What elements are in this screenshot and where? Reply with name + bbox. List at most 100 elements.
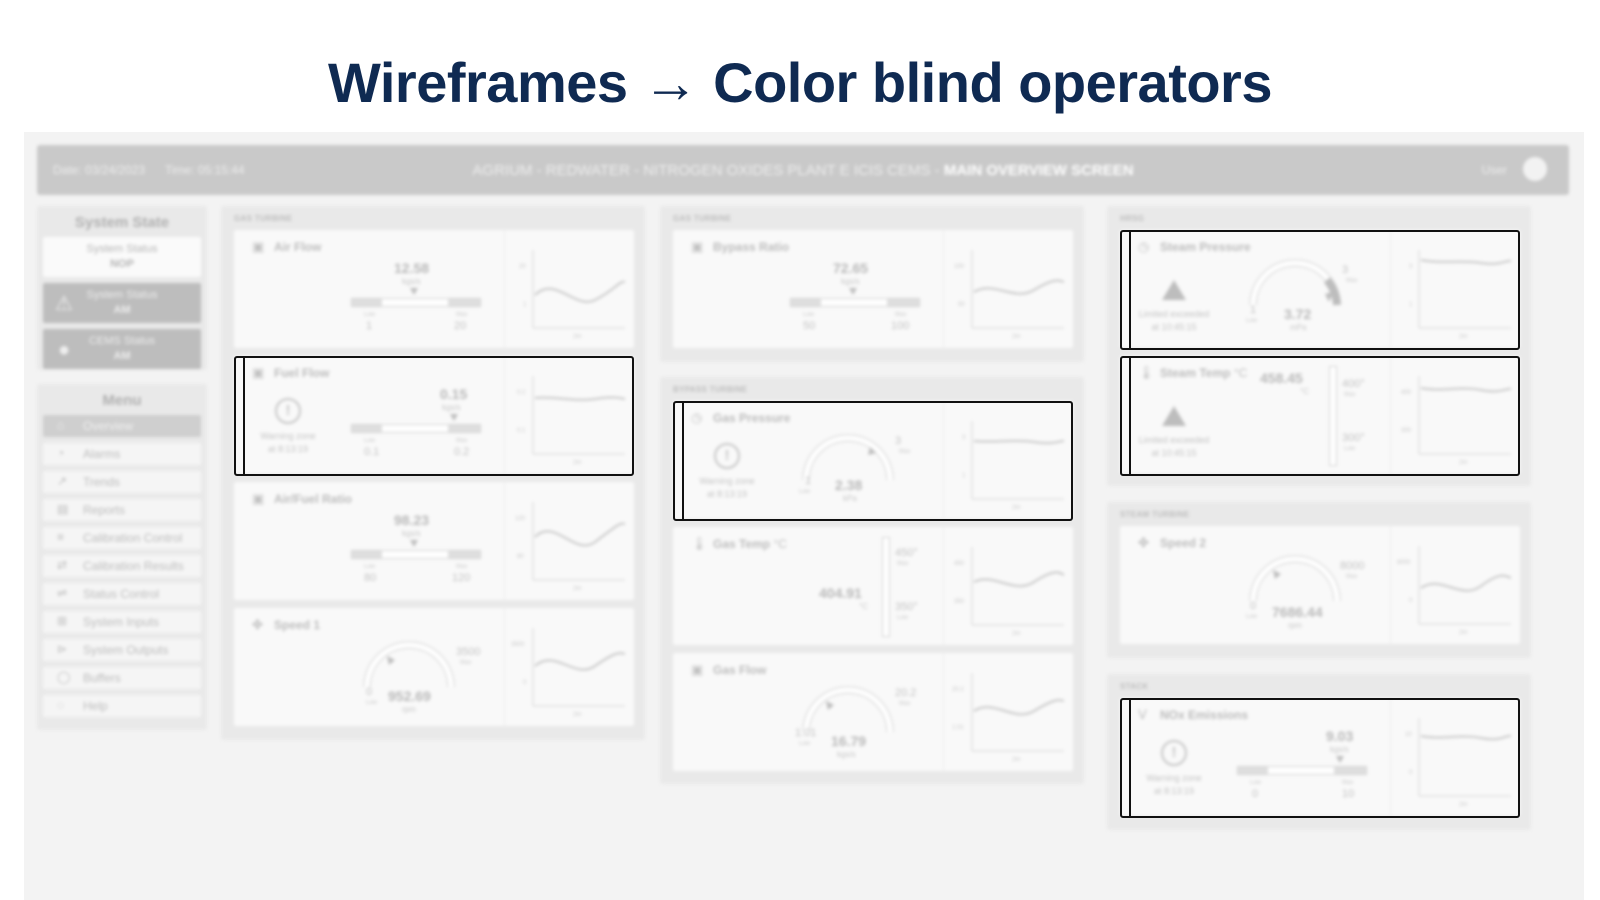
low-value: 0 (1250, 600, 1257, 612)
menu-item-reports[interactable]: ▤Reports (43, 499, 201, 521)
x-tick: 2m (573, 460, 581, 466)
low-value: 1 (366, 320, 373, 332)
menu-item-label: Overview (83, 419, 134, 433)
y-bottom-tick: 0 (523, 680, 527, 686)
bypass-ratio-card[interactable]: ▣Bypass Ratio 72.65 kgs/s Low Max 50 100… (673, 230, 1073, 348)
menu-item-label: Calibration Results (83, 559, 184, 573)
low-label: Low (364, 564, 376, 570)
low-label: Low (366, 700, 378, 706)
thermometer-icon: 🌡 (691, 536, 708, 551)
status-label: System Status (86, 289, 158, 301)
value-pointer (450, 414, 458, 421)
menu-item-calibration-control[interactable]: ≡Calibration Control (43, 527, 201, 549)
low-label: Low (799, 489, 811, 495)
menu-item-help[interactable]: ◌Help (43, 695, 201, 717)
x-tick: 2m (1459, 802, 1467, 808)
gas-flow-card[interactable]: ▣Gas Flow 1.01 Low 20.2 Max 16.79 kgs/s … (673, 653, 1073, 771)
y-bottom-tick: 1.01 (952, 725, 964, 731)
high-value: 100 (891, 320, 910, 332)
ratio-icon: ▣ (691, 239, 704, 254)
y-bottom-tick: 300 (1401, 428, 1412, 434)
menu-item-status-control[interactable]: ⇌Status Control (43, 583, 201, 605)
y-bottom-tick: 0.1 (517, 428, 526, 434)
y-top-tick: 120 (515, 516, 526, 522)
value-pointer (1336, 756, 1344, 763)
y-top-tick: 3 (1409, 264, 1413, 270)
card-label: Steam Temp °C (1160, 366, 1247, 380)
trend-chart: 3 1 2m (1390, 230, 1520, 348)
high-value: 3 (895, 435, 902, 447)
shield-icon: ◯ (57, 670, 71, 684)
max-label: Max (1342, 780, 1354, 786)
low-label: Low (364, 312, 376, 318)
y-bottom-tick: 0 (1409, 770, 1413, 776)
gas-temp-card[interactable]: 🌡Gas Temp °C 404.91 °C 450° Max 350° Low… (673, 527, 1073, 645)
menu-item-label: Calibration Control (83, 531, 183, 545)
low-value: 1.01 (795, 727, 817, 739)
menu-item-alarms[interactable]: ◔Alarms (43, 443, 201, 465)
card-unit: mPa (1290, 323, 1307, 332)
input-icon: ⊞ (57, 614, 68, 628)
flow-icon: ▣ (252, 239, 265, 254)
y-top-tick: 400 (1401, 390, 1412, 396)
y-top-tick: 450 (954, 561, 965, 567)
card-unit: kgs/s (402, 277, 421, 286)
y-bottom-tick: 1 (1409, 302, 1413, 308)
section-label: GAS TURBINE (673, 214, 732, 223)
card-value: 2.38 (835, 477, 863, 493)
flow-icon: ▣ (691, 662, 704, 677)
card-label: Air/Fuel Ratio (274, 492, 353, 506)
card-unit: rpm (1288, 621, 1302, 630)
card-label-unit: °C (1233, 366, 1248, 380)
trend-chart: 0.2 0.1 2m (504, 356, 634, 474)
menu-item-system-outputs[interactable]: ⊳System Outputs (43, 639, 201, 661)
home-icon: ⌂ (57, 418, 65, 432)
menu-item-calibration-results[interactable]: ⇄Calibration Results (43, 555, 201, 577)
card-unit: kgs/s (837, 750, 856, 759)
x-tick: 2m (1459, 334, 1467, 340)
card-label: Fuel Flow (274, 366, 330, 380)
menu-item-label: Buffers (83, 671, 121, 685)
output-icon: ⊳ (57, 642, 68, 656)
low-label: Low (1246, 318, 1258, 324)
screen-title-main: MAIN OVERVIEW SCREEN (943, 162, 1134, 179)
low-label: Low (364, 438, 376, 444)
low-label: Low (803, 312, 815, 318)
gauge (802, 686, 894, 733)
menu-item-system-inputs[interactable]: ⊞System Inputs (43, 611, 201, 633)
menu-item-label: Status Control (83, 587, 160, 601)
user-avatar-icon[interactable] (1523, 157, 1547, 181)
menu-item-trends[interactable]: ↗Trends (43, 471, 201, 493)
card-value: 7686.44 (1272, 604, 1323, 620)
warning-triangle-icon: ⚠ (55, 293, 73, 315)
y-top-tick: 0.2 (517, 390, 526, 396)
high-value: 8000 (1340, 560, 1365, 572)
menu-item-overview[interactable]: ⌂ Overview (43, 415, 201, 437)
trend-chart: 10 0 2m (1390, 698, 1520, 816)
ratio-icon: ▣ (252, 491, 265, 506)
x-tick: 2m (573, 334, 581, 340)
gauge (363, 641, 455, 688)
speed-2-card[interactable]: ✤Speed 2 0 Low 8000 Max 7686.44 rpm 8000… (1120, 526, 1520, 644)
menu-item-buffers[interactable]: ◯ Buffers (43, 667, 201, 689)
air-fuel-ratio-card[interactable]: ▣Air/Fuel Ratio 98.23 kgs/s Low Max 80 1… (234, 482, 634, 600)
warning-time: at 10:45:15 (1151, 322, 1197, 332)
status-label: CEMS Status (88, 335, 156, 347)
range-bar (351, 298, 481, 307)
hmi-screen: Date: 03/24/2023 Time: 05:15:44 AGRIUM -… (24, 132, 1584, 900)
y-top-tick: 10 (1405, 732, 1412, 738)
